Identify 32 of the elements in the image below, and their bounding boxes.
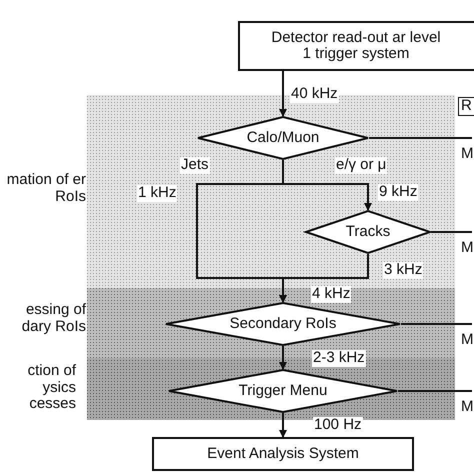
side-label: M bbox=[461, 240, 474, 256]
arrow bbox=[279, 346, 287, 370]
edge-label: 40 kHz bbox=[290, 86, 339, 102]
arrow bbox=[279, 254, 369, 303]
edge-label: 2-3 kHz bbox=[312, 350, 366, 366]
stage-label: ction of ysics cesses bbox=[26, 363, 76, 412]
rate-label: 4 kHz bbox=[311, 286, 352, 302]
edge-label: 3 kHz bbox=[383, 262, 424, 278]
arrow bbox=[279, 413, 287, 438]
node-text: Secondary RoIs bbox=[230, 316, 336, 332]
boxed-letter: R bbox=[458, 97, 474, 116]
decision-diamond bbox=[197, 116, 369, 160]
process-box bbox=[152, 437, 414, 471]
node-text: Trigger Menu bbox=[238, 383, 328, 399]
decision-diamond bbox=[305, 210, 431, 254]
side-label: M bbox=[461, 399, 474, 416]
side-label: M bbox=[461, 146, 474, 162]
branch-label: e/γ or μ bbox=[335, 157, 388, 174]
decision-diamond bbox=[168, 369, 398, 413]
stage-label: mation of er RoIs bbox=[6, 172, 86, 205]
process-box bbox=[238, 21, 474, 71]
decision-diamond bbox=[165, 302, 401, 346]
edge-label: 9 kHz bbox=[378, 184, 418, 200]
node-text: Event Analysis System bbox=[207, 446, 359, 462]
node-text: Detector read-out ar level 1 trigger system bbox=[271, 30, 441, 62]
edge-label: 1 kHz bbox=[137, 185, 178, 202]
stage-label: essing of dary RoIs bbox=[20, 302, 86, 335]
arrow bbox=[279, 71, 287, 117]
branch-label: Jets bbox=[180, 157, 210, 174]
side-label: M bbox=[461, 332, 474, 348]
node-text: Tracks bbox=[346, 224, 390, 240]
node-text: Calo/Muon bbox=[246, 130, 320, 146]
